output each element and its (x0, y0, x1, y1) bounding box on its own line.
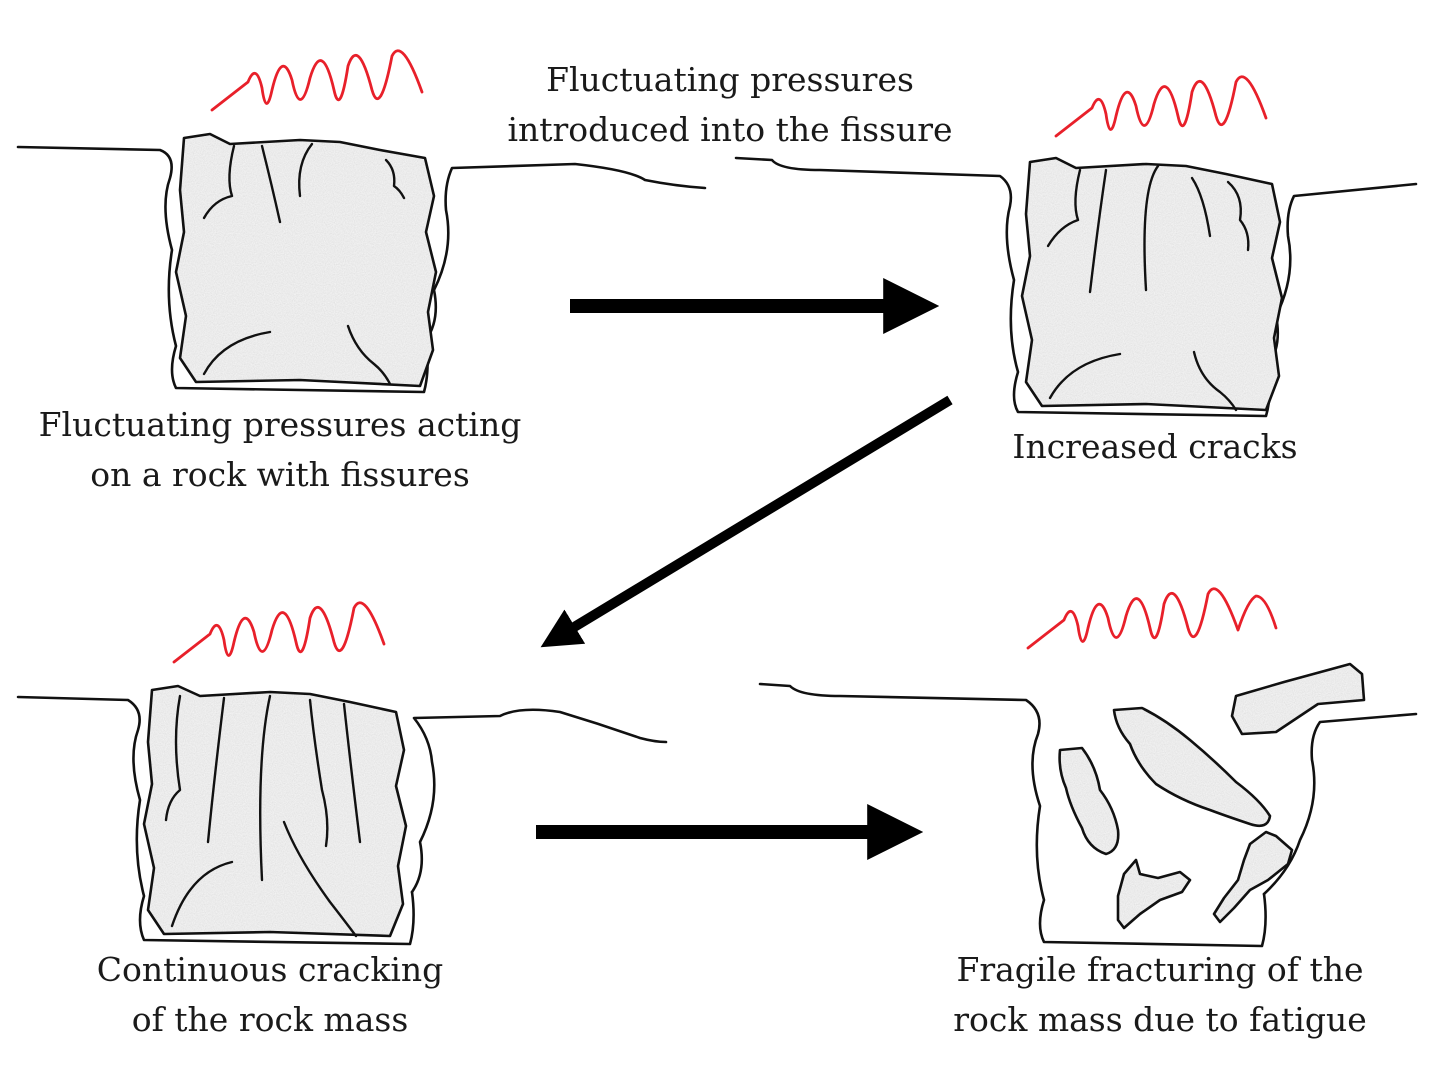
stage4-fragment (1230, 662, 1366, 736)
stage1-rock-block (174, 132, 438, 388)
stage3-caption-line: of the rock mass (131, 1000, 409, 1039)
stage2-crack (1143, 164, 1160, 292)
stage3-crack (308, 698, 329, 848)
stage3-ground-surface-left (16, 695, 415, 946)
stage1-caption: Fluctuating pressures acting on a rock w… (20, 400, 540, 500)
stage2-fissure-right-wall (1266, 182, 1418, 368)
stage1-caption-line: on a rock with fissures (90, 455, 470, 494)
stage2-crack (1046, 168, 1082, 248)
stage3-crack (259, 694, 272, 882)
stage3-rock-group (16, 601, 668, 946)
stage1-rock-group (16, 49, 707, 394)
stage3-pressure-wave (172, 601, 386, 664)
stage3-crack (282, 820, 358, 938)
stage3-crack (206, 696, 226, 844)
stage2-pressure-wave (1054, 75, 1268, 138)
stage4-fissure-right-wall (1262, 712, 1418, 896)
stage3-crack (170, 860, 234, 928)
stage2-crack (1190, 176, 1212, 238)
stage1-crack (202, 144, 236, 220)
stage2-crack (1192, 350, 1238, 412)
stage1-crack (346, 324, 392, 386)
stage2-rock-block (1020, 156, 1284, 412)
intro-caption: Fluctuating pressures introduced into th… (470, 55, 990, 155)
stage4-fragment (1212, 830, 1294, 924)
stage3-rock-block (142, 684, 408, 938)
stage4-caption: Fragile fracturing of the rock mass due … (920, 945, 1400, 1045)
stage1-crack (260, 144, 282, 224)
stage4-fragment (1112, 706, 1272, 828)
stage1-caption-line: Fluctuating pressures acting (38, 405, 522, 444)
stage3-crack (164, 694, 182, 822)
stage4-ground-surface-left (758, 682, 1267, 948)
stage2-caption-line: Increased cracks (1012, 427, 1298, 466)
stage2-caption: Increased cracks (960, 422, 1350, 472)
stage4-caption-line: rock mass due to fatigue (953, 1000, 1367, 1039)
stage2-crack (1088, 168, 1108, 294)
stage3-crack (342, 702, 362, 844)
stage2-crack (1048, 352, 1122, 400)
stage4-rock-group (758, 587, 1418, 948)
stage4-fragment (1116, 858, 1192, 930)
stage2-crack (1226, 180, 1250, 252)
stage4-pressure-wave (1026, 587, 1278, 650)
stage2-rock-group (734, 75, 1418, 418)
stage1-pressure-wave (210, 49, 424, 112)
stage3-caption-line: Continuous cracking (96, 950, 444, 989)
stage1-fissure-right-wall (424, 162, 707, 342)
intro-caption-line: introduced into the fissure (507, 110, 953, 149)
intro-caption-line: Fluctuating pressures (546, 60, 914, 99)
stage1-crack (384, 158, 406, 200)
stage4-fragment (1058, 746, 1120, 856)
stage3-fissure-right-wall (410, 708, 668, 894)
stage3-caption: Continuous cracking of the rock mass (50, 945, 490, 1045)
stage1-ground-surface-left (16, 145, 429, 394)
arrow-stage2-to-stage3 (540, 395, 953, 648)
stage1-crack (202, 330, 272, 376)
stage4-caption-line: Fragile fracturing of the (956, 950, 1364, 989)
stage1-crack (298, 142, 314, 198)
stage2-ground-surface-left (734, 156, 1271, 418)
